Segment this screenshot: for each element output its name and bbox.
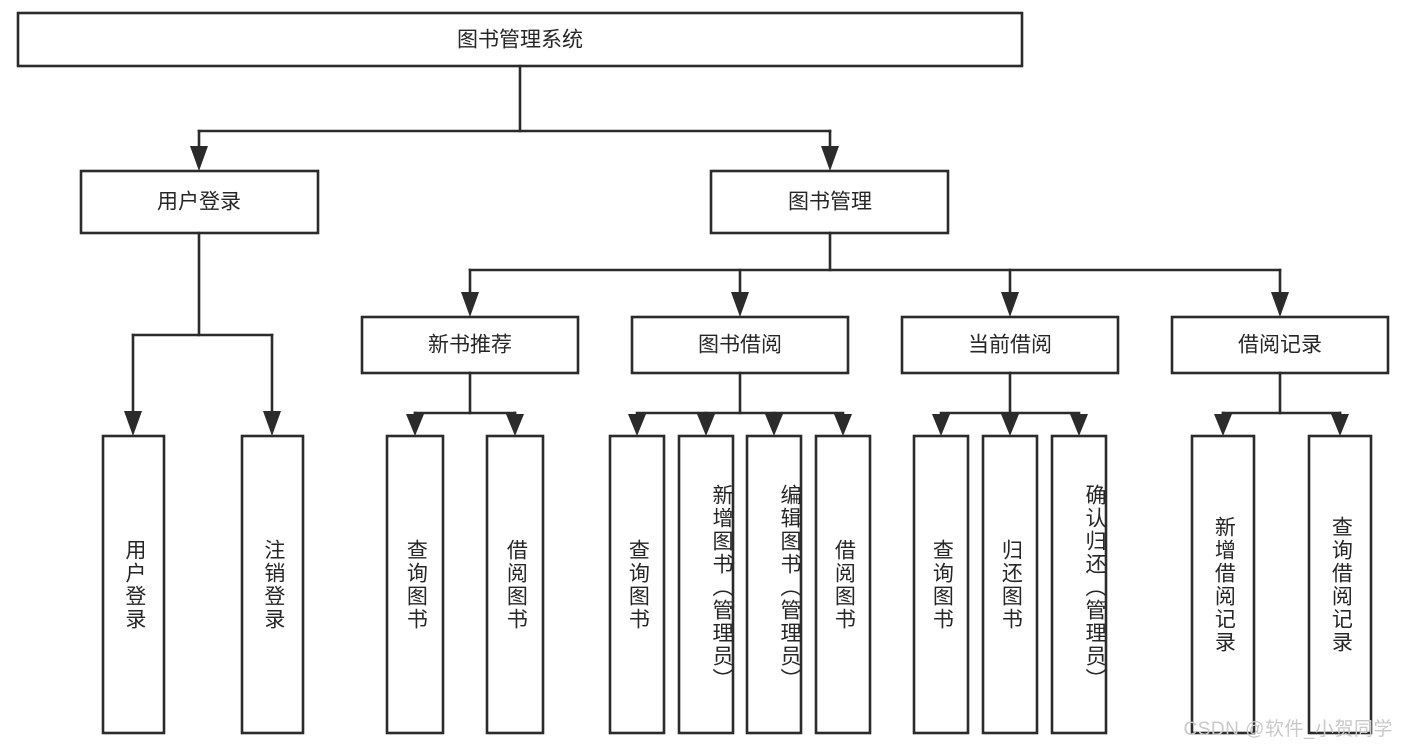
leaf-box-current-confirm-return[interactable] <box>1050 434 1108 735</box>
node-current-borrow-label: 当前借阅 <box>968 334 1052 357</box>
leaf-box-logout[interactable] <box>240 434 305 735</box>
node-root-label: 图书管理系统 <box>457 29 583 52</box>
leaf-box-borrow-borrow-book[interactable] <box>814 434 872 735</box>
leaf-box-borrow-add-book[interactable] <box>677 434 735 735</box>
leaf-box-record-query[interactable] <box>1307 434 1373 735</box>
arrow-head-borrow-leaf-2 <box>697 414 715 436</box>
leaf-box-user-login[interactable] <box>101 434 166 735</box>
node-book-borrow-box[interactable] <box>630 315 850 375</box>
arrow-head-current-leaf-3 <box>1070 414 1088 436</box>
arrow-head-record-leaf-1 <box>1214 414 1232 436</box>
leaf-box-recommend-query-book[interactable] <box>385 434 445 735</box>
node-new-book-recommend-label: 新书推荐 <box>428 334 512 357</box>
arrow-head-user-login <box>190 146 208 171</box>
arrow-head-recommend-leaf-2 <box>506 414 524 436</box>
arrow-head-book-manage <box>821 146 839 171</box>
arrow-head-record-leaf-2 <box>1331 414 1349 436</box>
arrow-head-borrow-record <box>1271 292 1289 317</box>
arrow-head-borrow-leaf-4 <box>834 414 852 436</box>
arrow-head-current-borrow <box>1001 292 1019 317</box>
arrow-head-recommend-leaf-1 <box>406 414 424 436</box>
node-borrow-record-label: 借阅记录 <box>1238 334 1322 357</box>
leaf-box-recommend-borrow-book[interactable] <box>485 434 545 735</box>
leaf-box-current-query-book[interactable] <box>912 434 970 735</box>
arrow-head-leaf-logout <box>263 411 281 436</box>
arrow-head-borrow-leaf-3 <box>765 414 783 436</box>
node-new-book-recommend-box[interactable] <box>360 315 580 375</box>
node-root-box[interactable] <box>16 11 1024 68</box>
leaf-box-borrow-edit-book[interactable] <box>745 434 803 735</box>
arrow-head-current-leaf-2 <box>1001 414 1019 436</box>
arrow-head-new-book-recommend <box>461 292 479 317</box>
node-book-borrow-label: 图书借阅 <box>698 334 782 357</box>
node-book-manage-label: 图书管理 <box>788 191 872 214</box>
leaf-box-record-add[interactable] <box>1190 434 1256 735</box>
arrow-head-borrow-leaf-1 <box>628 414 646 436</box>
node-borrow-record-box[interactable] <box>1170 315 1390 375</box>
arrow-head-book-borrow <box>731 292 749 317</box>
arrow-head-current-leaf-1 <box>932 414 950 436</box>
leaf-box-borrow-query-book[interactable] <box>608 434 666 735</box>
csdn-watermark: CSDN @软件_小贺同学 <box>1183 719 1393 740</box>
node-user-login-label: 用户登录 <box>157 191 241 214</box>
node-book-manage-box[interactable] <box>709 169 950 235</box>
node-current-borrow-box[interactable] <box>900 315 1120 375</box>
arrow-head-leaf-user-login <box>124 411 142 436</box>
leaf-box-current-return-book[interactable] <box>981 434 1039 735</box>
